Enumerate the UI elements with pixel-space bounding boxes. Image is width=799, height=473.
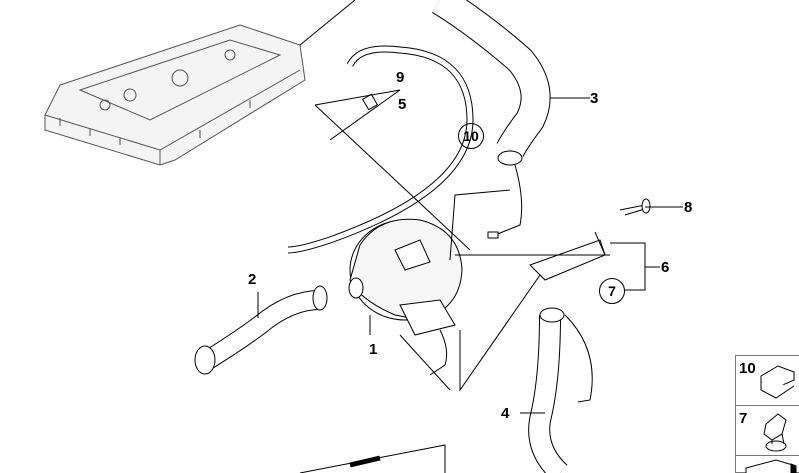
legend-number: 7	[739, 410, 748, 427]
clip-nut-icon	[763, 413, 787, 452]
callout-10-circled: 10	[458, 123, 484, 149]
oil-separator	[348, 218, 463, 376]
legend-item-10: 10	[735, 355, 799, 406]
callout-2: 2	[248, 271, 257, 288]
clip-icon	[760, 365, 795, 399]
callout-5: 5	[398, 96, 407, 113]
legend-number: 10	[739, 360, 756, 377]
legend-item-partial	[735, 455, 799, 473]
callout-6: 6	[661, 259, 670, 276]
callout-9: 9	[396, 69, 405, 86]
valve-cover-illustration	[44, 24, 306, 166]
callout-3: 3	[590, 90, 599, 107]
callout-1: 1	[369, 341, 378, 358]
callout-7-circled: 7	[599, 278, 625, 304]
callout-8: 8	[684, 199, 693, 216]
legend-item-7: 7	[735, 405, 799, 456]
callout-4: 4	[501, 405, 510, 422]
cover-plate-icon	[745, 459, 797, 473]
